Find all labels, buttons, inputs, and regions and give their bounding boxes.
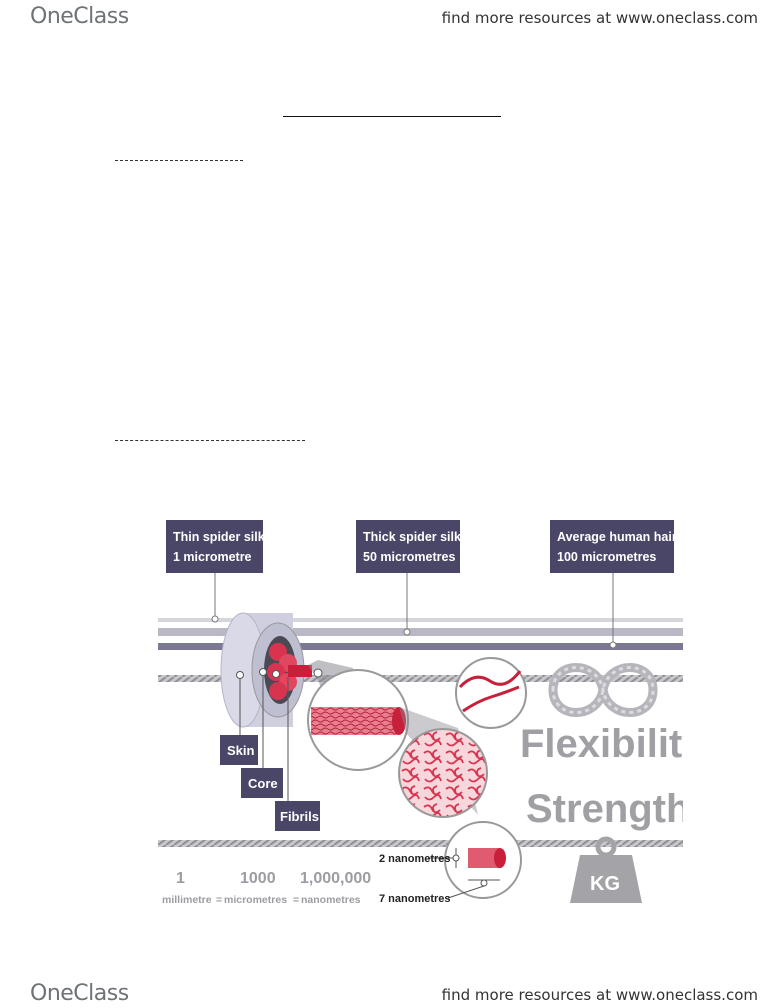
svg-text:50 micrometres: 50 micrometres: [363, 550, 455, 564]
oneclass-logo: OneClass: [30, 4, 129, 29]
label-2-nanometres: 2 nanometres: [379, 853, 451, 865]
svg-text:1000: 1000: [240, 870, 276, 887]
nano-detail: [428, 821, 522, 899]
svg-text:Fibrils: Fibrils: [280, 809, 319, 824]
weight-icon: KG: [570, 836, 642, 903]
protein-tangle: [398, 707, 488, 818]
svg-text:1: 1: [176, 870, 185, 887]
oneclass-logo-footer: OneClass: [30, 981, 129, 1006]
label-core: Core: [241, 675, 283, 798]
knot-icon: [548, 663, 658, 717]
svg-text:=: =: [216, 894, 222, 906]
label-fibrils: Fibrils: [275, 677, 320, 831]
svg-text:KG: KG: [590, 873, 620, 895]
callout-thin-silk: Thin spider silk 1 micrometre: [166, 520, 265, 623]
section-rule-2: [115, 440, 305, 441]
label-skin: Skin: [220, 678, 258, 765]
svg-text:micrometres: micrometres: [224, 894, 287, 906]
flexibility-label: Flexibility: [520, 722, 683, 766]
strength-label: Strength: [526, 787, 683, 831]
svg-text:Core: Core: [248, 776, 278, 791]
svg-text:Thin spider silk: Thin spider silk: [173, 530, 265, 544]
svg-text:Thick spider silk: Thick spider silk: [363, 530, 461, 544]
hair-strand: [158, 643, 683, 650]
svg-text:=: =: [293, 894, 299, 906]
title-underline: [283, 116, 501, 117]
resources-link-footer[interactable]: find more resources at www.oneclass.com: [441, 986, 758, 1004]
svg-text:1 micrometre: 1 micrometre: [173, 550, 252, 564]
rope-bottom: [158, 840, 683, 847]
thick-silk-strand: [158, 628, 683, 636]
rope-top: [158, 675, 683, 682]
svg-text:Average human hair: Average human hair: [557, 530, 677, 544]
fibril-magnified: [307, 660, 409, 771]
spider-silk-figure: Thin spider silk 1 micrometre Thick spid…: [158, 515, 705, 915]
resources-link[interactable]: find more resources at www.oneclass.com: [441, 9, 758, 27]
stretch-detail: [455, 657, 527, 729]
callout-thick-silk: Thick spider silk 50 micrometres: [356, 520, 461, 636]
callout-human-hair: Average human hair 100 micrometres: [550, 520, 677, 649]
scale-row: 1 1000 1,000,000 millimetre = micrometre…: [162, 870, 371, 906]
oneclass-brand-text: OneClass: [30, 4, 129, 29]
svg-text:nanometres: nanometres: [301, 894, 361, 906]
label-7-nanometres: 7 nanometres: [379, 893, 451, 905]
svg-text:Skin: Skin: [227, 743, 255, 758]
svg-text:100 micrometres: 100 micrometres: [557, 550, 656, 564]
thin-silk-strand: [158, 618, 683, 622]
svg-text:1,000,000: 1,000,000: [300, 870, 371, 887]
section-rule-1: [115, 160, 243, 161]
svg-text:millimetre: millimetre: [162, 894, 212, 906]
oneclass-brand-text-footer: OneClass: [30, 981, 129, 1006]
spider-silk-diagram: Thin spider silk 1 micrometre Thick spid…: [158, 520, 705, 906]
